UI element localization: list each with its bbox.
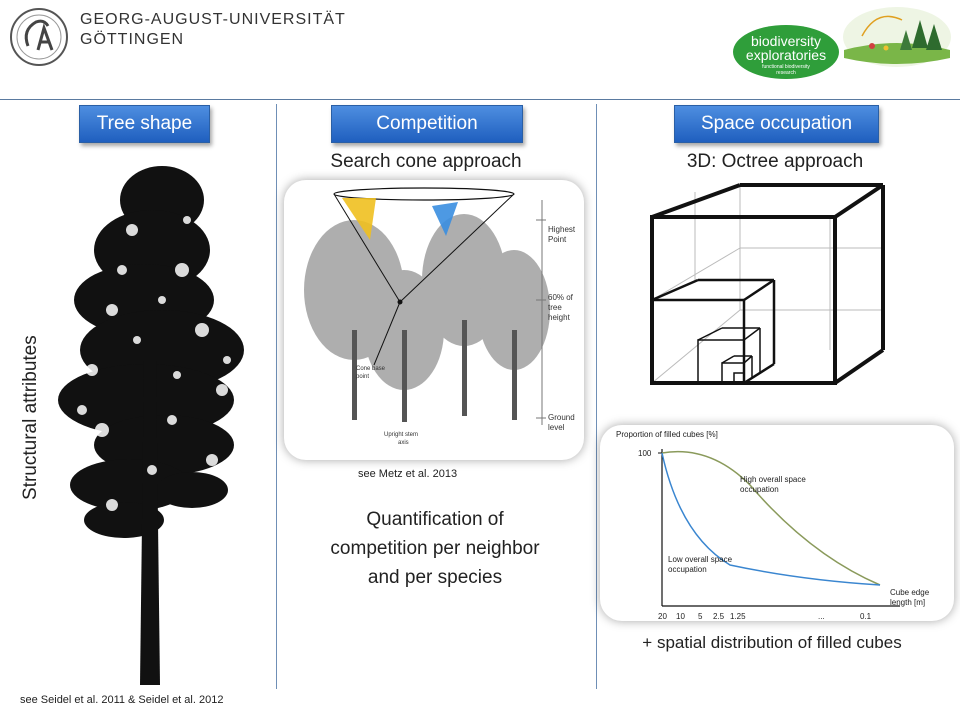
chart-high-label1: High overall space <box>740 475 806 484</box>
chart-low-label1: Low overall space <box>668 555 733 564</box>
chart-y-label: Proportion of filled cubes [%] <box>616 430 718 439</box>
label-level: level <box>548 423 565 432</box>
label-height: height <box>548 313 571 322</box>
competition-description-line1: Quantification of <box>366 509 504 530</box>
chart-x-tick: 5 <box>698 612 703 621</box>
chart-low-label2: occupation <box>668 565 707 574</box>
label-upright-stem: Upright stem <box>384 432 418 438</box>
chart-y-tick-label: 100 <box>638 449 652 458</box>
university-seal-logo <box>10 8 68 66</box>
university-name-line1: GEORG-AUGUST-UNIVERSITÄT <box>80 11 346 28</box>
chart-x-tick: 20 <box>658 612 667 621</box>
chart-low-occupation-curve <box>661 452 881 586</box>
label-axis: axis <box>398 440 409 446</box>
chart-x-tick: 2.5 <box>713 612 725 621</box>
chart-x-label1: Cube edge <box>890 588 930 597</box>
biodiv-title2: exploratories <box>746 47 826 63</box>
chart-x-tick: ... <box>818 612 825 621</box>
label-cone-point: point <box>356 374 369 380</box>
label-ground: Ground <box>548 413 575 422</box>
chart-x-label2: length [m] <box>890 598 925 607</box>
search-cone-diagram: Highest Point 60% of tree height Cone ba… <box>284 180 584 460</box>
tree-shape-button[interactable]: Tree shape <box>79 105 210 143</box>
biodiv-sub2: research <box>776 70 796 76</box>
column-divider-2 <box>596 104 597 689</box>
university-name: GEORG-AUGUST-UNIVERSITÄT GÖTTINGEN <box>80 10 346 50</box>
octree-caption: + spatial distribution of filled cubes <box>642 633 902 652</box>
column-divider-1 <box>276 104 277 689</box>
structural-attributes-label: Structural attributes <box>20 335 41 500</box>
competition-description: Quantification of competition per neighb… <box>290 505 580 592</box>
octree-cube-diagram <box>650 183 885 385</box>
chart-high-occupation-curve <box>661 450 881 586</box>
competition-description-line3: and per species <box>367 567 503 588</box>
tree-shape-citation: see Seidel et al. 2011 & Seidel et al. 2… <box>20 694 224 706</box>
university-name-line2: GÖTTINGEN <box>80 31 185 48</box>
label-60pct: 60% of <box>548 293 574 302</box>
space-occupation-button[interactable]: Space occupation <box>674 105 879 143</box>
biodiv-title1: biodiversity <box>751 33 821 49</box>
label-tree: tree <box>548 303 562 312</box>
filled-cubes-chart: Proportion of filled cubes [%] 100 High … <box>600 425 954 621</box>
chart-x-tick: 10 <box>676 612 685 621</box>
search-cone-subtitle: Search cone approach <box>330 151 522 172</box>
tree-point-cloud-silhouette <box>58 166 244 685</box>
chart-high-label2: occupation <box>740 485 779 494</box>
biodiv-sub1: functional biodiversity <box>762 64 810 70</box>
octree-subtitle: 3D: Octree approach <box>686 151 864 172</box>
chart-x-tick: 1.25 <box>730 612 746 621</box>
competition-citation: see Metz et al. 2013 <box>358 468 458 480</box>
biodiversity-exploratories-logo: biodiversity exploratories functional bi… <box>733 25 839 79</box>
label-point: Point <box>548 235 567 244</box>
header-divider <box>0 99 960 100</box>
chart-x-tick: 0.1 <box>860 612 872 621</box>
label-highest: Highest <box>548 225 576 234</box>
label-cone-base: Cone base <box>356 366 386 372</box>
competition-button[interactable]: Competition <box>331 105 523 143</box>
forest-landscape-icon <box>843 7 951 67</box>
competition-description-line2: competition per neighbor <box>330 538 540 559</box>
